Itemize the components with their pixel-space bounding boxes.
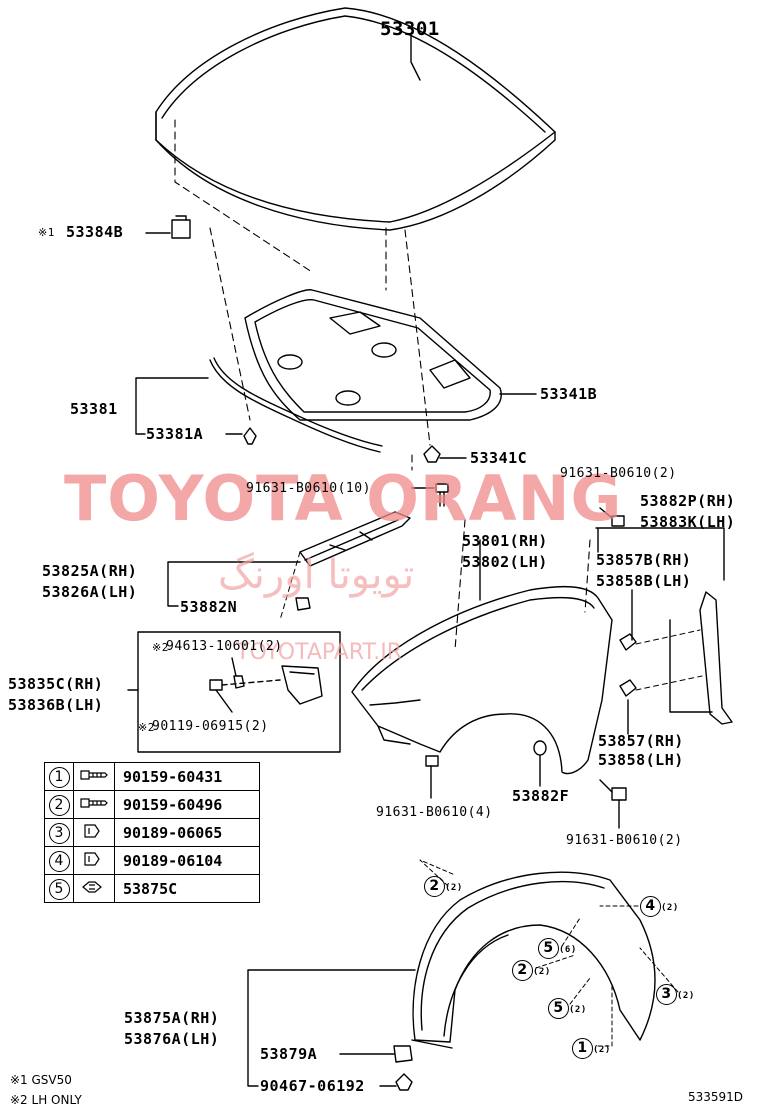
label-liner-rh: 53875A(RH) <box>124 1009 220 1027</box>
legend-part-number: 90189-06065 <box>114 818 260 847</box>
label-side-seal-lh: 53858(LH) <box>598 751 684 769</box>
legend-part-number: 90159-60431 <box>114 762 260 791</box>
label-seal-rh: 53882P(RH) <box>640 492 736 510</box>
hood-seal-part <box>209 357 383 453</box>
watermark-main: TOYOTA ORANG <box>64 462 623 535</box>
label-liner-rivet: 90467-06192 <box>260 1077 365 1095</box>
label-liner-clip: 53879A <box>260 1045 318 1063</box>
footnote-2: ※2 LH ONLY <box>10 1093 82 1107</box>
label-fender-rh: 53801(RH) <box>462 532 548 550</box>
footnote-1: ※1 GSV50 <box>10 1073 72 1087</box>
label-clip-n: 53882N <box>180 598 238 616</box>
label-liner-seal-rh: 53857B(RH) <box>596 551 692 569</box>
legend-row: 1 90159-60431 <box>44 762 260 791</box>
legend-row: 2 90159-60496 <box>44 790 260 819</box>
legend-part-number: 90159-60496 <box>114 790 260 819</box>
label-fender-lh: 53802(LH) <box>462 553 548 571</box>
bolt-bottom-right-part <box>599 779 627 829</box>
label-seal-lh: 53883K(LH) <box>640 513 736 531</box>
callout-4: 4(2) <box>640 896 679 917</box>
bolt-top-right-part <box>599 507 625 527</box>
label-bracket2-lh: 53836B(LH) <box>8 696 104 714</box>
callout-1: 1(2) <box>572 1038 611 1059</box>
label-hood-cushion: 53384B <box>66 223 124 241</box>
label-insulator-clip: 53341C <box>470 449 528 467</box>
label-nut-lh: 94613-10601(2) <box>166 639 283 654</box>
bracket-part <box>279 511 411 621</box>
fastener-legend-table: 1 90159-60431 2 90159-60496 3 90189-0606… <box>44 762 260 903</box>
diagram-code: 533591D <box>688 1090 744 1104</box>
callout-5-b: 5(2) <box>548 998 587 1019</box>
bracket2-part <box>209 665 323 705</box>
label-bolt-4: 91631-B0610(4) <box>376 805 493 820</box>
label-bolt-top-right: 91631-B0610(2) <box>560 466 677 481</box>
fender-liner-part <box>411 871 656 1049</box>
callout-2-a: 2(2) <box>424 876 463 897</box>
label-bolt-bottom-right: 91631-B0610(2) <box>566 833 683 848</box>
screw-icon <box>80 798 108 808</box>
screw-icon <box>80 770 108 780</box>
label-bracket2-rh: 53835C(RH) <box>8 675 104 693</box>
label-bracket-rh: 53825A(RH) <box>42 562 138 580</box>
label-liner-lh: 53876A(LH) <box>124 1030 220 1048</box>
legend-row: 3 90189-06065 <box>44 818 260 847</box>
callout-2-b: 2(2) <box>512 960 551 981</box>
clip-icon <box>82 880 102 893</box>
label-hood-insulator: 53341B <box>540 385 598 403</box>
label-liner-seal-lh: 53858B(LH) <box>596 572 692 590</box>
label-nut-lh-mark: ※2 <box>152 641 169 654</box>
callout-3: 3(2) <box>656 984 695 1005</box>
label-pad: 53882F <box>512 787 570 805</box>
label-screw-lh: 90119-06915(2) <box>152 719 269 734</box>
label-seal: 53381 <box>70 400 118 418</box>
clip-icon <box>84 823 100 838</box>
legend-part-number: 90189-06104 <box>114 846 260 875</box>
fender-panel <box>351 585 613 775</box>
hood-insulator-part <box>244 289 502 421</box>
hood-cushion-part <box>171 215 191 239</box>
label-seal-clip: 53381A <box>146 425 204 443</box>
label-screw-lh-mark: ※2 <box>138 721 155 734</box>
label-hood-cushion-mark: ※1 <box>38 226 55 239</box>
legend-row: 4 90189-06104 <box>44 846 260 875</box>
bolt-4-part <box>425 755 439 799</box>
clip-icon <box>84 851 100 866</box>
side-seal-part <box>619 591 733 725</box>
hood-panel <box>155 7 556 231</box>
legend-row: 5 53875C <box>44 874 260 903</box>
bolt-10-part <box>435 483 449 507</box>
label-bolt-10: 91631-B0610(10) <box>246 481 371 496</box>
legend-part-number: 53875C <box>114 874 260 903</box>
watermark-farsi: تویوتا اورنگ <box>218 552 415 598</box>
callout-5-a: 5(6) <box>538 938 577 959</box>
label-hood: 53301 <box>380 18 440 40</box>
label-bracket-lh: 53826A(LH) <box>42 583 138 601</box>
watermark-url: TOYOTAPART.IR <box>236 640 403 665</box>
label-side-seal-rh: 53857(RH) <box>598 732 684 750</box>
